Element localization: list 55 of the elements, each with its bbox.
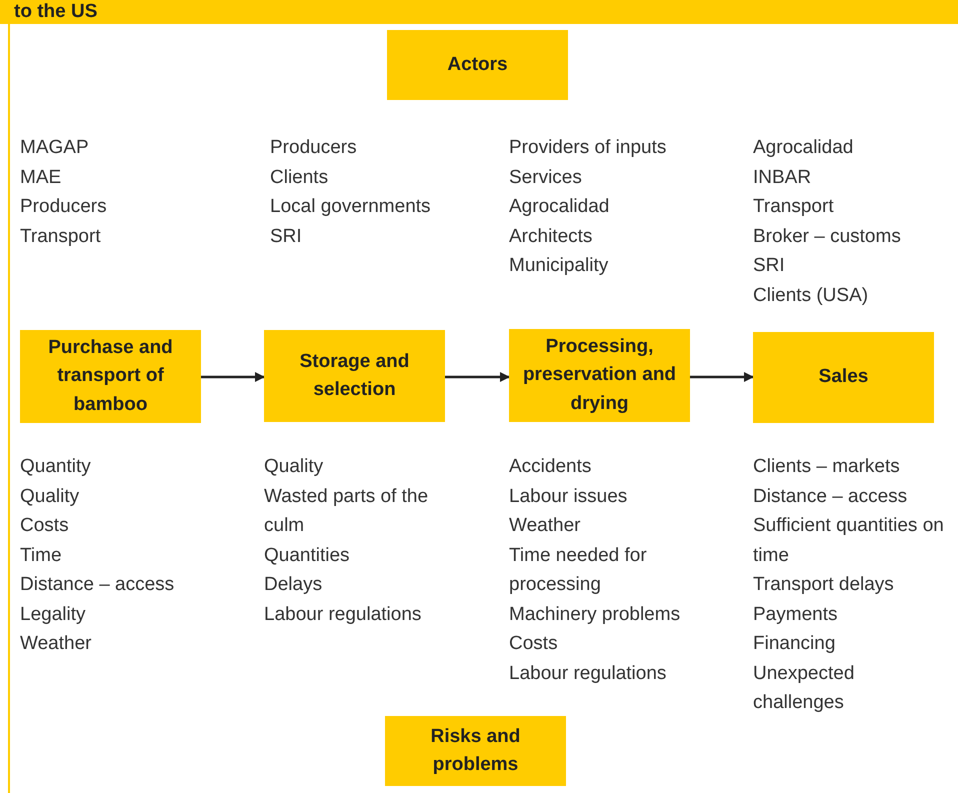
list-item: Labour regulations (509, 662, 668, 686)
list-item: MAGAP (20, 136, 90, 160)
list-item: Payments (753, 602, 838, 626)
list-item: Agrocalidad (509, 195, 610, 219)
process-box: Storage and selection (264, 330, 445, 422)
list-item: Costs (509, 632, 559, 656)
arrow (445, 372, 510, 382)
list-item: INBAR (753, 166, 812, 190)
list-item: Providers of inputs (509, 136, 668, 160)
list-item: Clients (USA) (753, 284, 870, 308)
list-item: Weather (20, 632, 92, 656)
list-item: Architects (509, 224, 594, 248)
list-item: Distance – access (753, 484, 908, 508)
list-item: MAE (20, 166, 62, 190)
list-item: Clients – markets (753, 455, 901, 479)
list-item: Quality (20, 484, 80, 508)
list-item: Quality (264, 455, 324, 479)
list-item: Unexpected challenges (753, 662, 856, 715)
list-item: Accidents (509, 455, 592, 479)
heading-box: Actors (387, 30, 568, 100)
list-item: Transport (20, 224, 102, 248)
heading-box: Risks and problems (385, 716, 566, 786)
list-item: Machinery problems (509, 602, 682, 626)
list-item: Time (20, 544, 63, 568)
list-item: Costs (20, 514, 70, 538)
list-item: Quantity (20, 455, 92, 479)
list-item: Financing (753, 632, 836, 656)
process-box: Processing, preservation and drying (509, 329, 690, 422)
list-item: Delays (264, 573, 324, 597)
list-item: Clients (270, 166, 330, 190)
list-item: Sufficient quantities on time (753, 514, 945, 568)
arrow (201, 372, 265, 382)
list-item: Quantities (264, 544, 351, 568)
list-item: Municipality (509, 254, 610, 278)
process-box: Purchase and transport of bamboo (20, 330, 201, 423)
list-item: Time needed for processing (509, 544, 648, 597)
list-item: Transport (753, 195, 835, 219)
list-item: SRI (753, 254, 786, 278)
list-item: Local governments (270, 195, 432, 219)
title: to the US (14, 1, 98, 23)
list-item: Labour regulations (264, 602, 422, 626)
list-item: Services (509, 166, 583, 190)
process-box: Sales (753, 332, 934, 423)
list-item: Agrocalidad (753, 136, 854, 160)
list-item: SRI (270, 224, 303, 248)
list-item: Broker – customs (753, 224, 902, 248)
list-item: Labour issues (509, 484, 628, 508)
list-item: Producers (20, 195, 108, 219)
list-item: Weather (509, 514, 582, 538)
list-item: Wasted parts of the culm (264, 484, 430, 538)
list-item: Transport delays (753, 573, 895, 597)
list-item: Legality (20, 602, 86, 626)
list-item: Distance – access (20, 573, 176, 597)
list-item: Producers (270, 136, 358, 160)
arrow (690, 372, 754, 382)
